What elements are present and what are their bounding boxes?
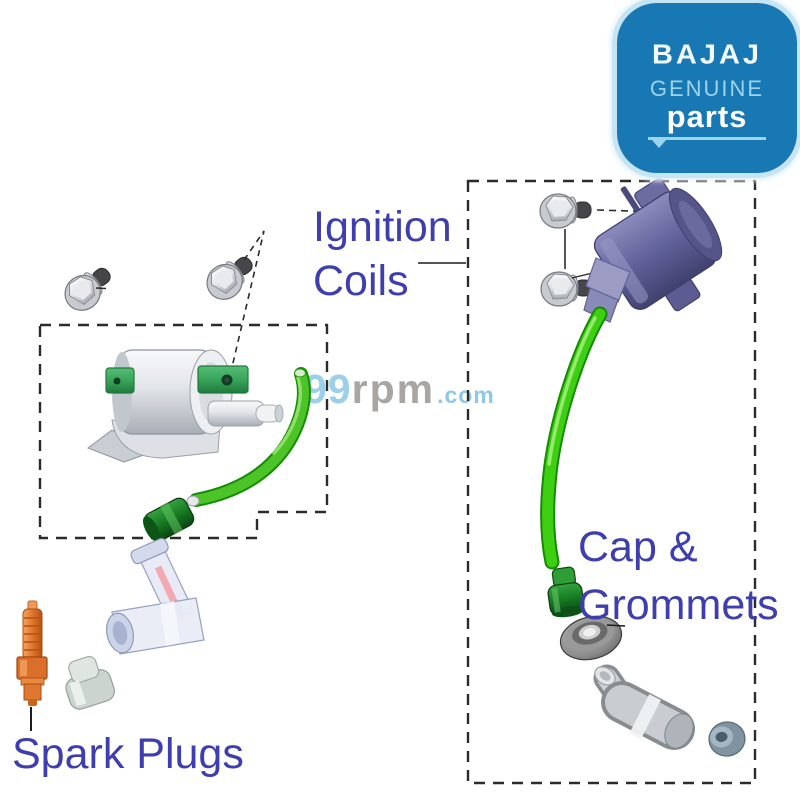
dashed-box-right-coil bbox=[466, 179, 757, 785]
spark-plug-cap bbox=[106, 537, 205, 655]
hex-bolt-left-1 bbox=[57, 258, 120, 318]
label-ignition-coils: Ignition Coils bbox=[313, 200, 452, 308]
watermark-tld: .com bbox=[437, 382, 495, 408]
ht-lead-left bbox=[186, 367, 311, 507]
label-ignition-line1: Ignition bbox=[313, 203, 452, 251]
logo-genuine-text: GENUINE bbox=[649, 76, 765, 101]
cap-green bbox=[547, 566, 585, 618]
label-cap-line2: Grommets bbox=[578, 581, 779, 629]
ignition-coil-right bbox=[583, 178, 723, 323]
bajaj-genuine-parts-logo: BAJAJ GENUINE parts bbox=[617, 3, 797, 173]
lead-terminal bbox=[186, 495, 200, 507]
leader-line-bolts bbox=[228, 230, 265, 381]
label-spark-plugs: Spark Plugs bbox=[12, 730, 244, 778]
watermark: 99 rpm .com bbox=[304, 366, 495, 413]
ht-lead-right bbox=[540, 306, 608, 570]
grommet-cap-left bbox=[65, 655, 116, 710]
logo-underline-arrow-icon bbox=[651, 139, 667, 148]
elbow-cap bbox=[593, 664, 695, 750]
ignition-coil-left bbox=[86, 349, 284, 463]
grommet bbox=[559, 615, 623, 661]
hex-bolt-left-2 bbox=[199, 247, 262, 307]
lead-connector bbox=[143, 497, 195, 542]
logo-underline bbox=[648, 137, 766, 148]
hex-bolt-right-2 bbox=[540, 271, 593, 307]
bushing bbox=[708, 721, 746, 757]
spark-plug bbox=[16, 600, 48, 706]
dashed-box-left-coil bbox=[38, 323, 329, 540]
hex-bolt-right-1 bbox=[539, 193, 592, 229]
leader-tick-bolt bbox=[95, 287, 107, 290]
logo-brand-text: BAJAJ bbox=[651, 39, 763, 71]
leader-tick-grommet bbox=[606, 624, 626, 627]
label-cap-line1: Cap & bbox=[578, 523, 698, 571]
label-ignition-line2: Coils bbox=[313, 257, 409, 305]
label-cap-grommets: Cap & Grommets bbox=[578, 518, 779, 634]
logo-parts-text: parts bbox=[666, 99, 748, 134]
watermark-name: rpm bbox=[351, 366, 436, 412]
